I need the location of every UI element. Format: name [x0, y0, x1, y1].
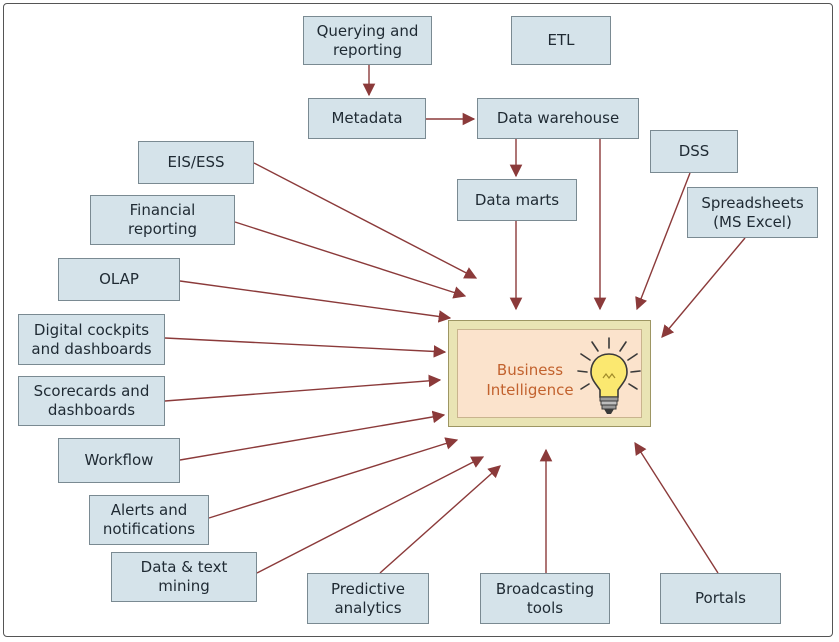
arrow-alerts-to-bi — [208, 437, 459, 519]
node-workflow: Workflow — [58, 438, 180, 483]
business-intelligence-panel: Business Intelligence — [457, 329, 642, 418]
business-intelligence-label: Business Intelligence — [486, 361, 574, 399]
arrow-scorecards-to-bi — [164, 374, 442, 402]
lightbulb-icon — [577, 337, 641, 414]
node-data-warehouse: Data warehouse — [477, 98, 639, 139]
node-spreadsheets: Spreadsheets (MS Excel) — [687, 187, 818, 238]
node-dss: DSS — [650, 130, 738, 173]
arrow-dss-to-bi — [635, 172, 691, 311]
arrow-olap-to-bi — [179, 280, 452, 323]
arrow-financial-to-bi — [234, 221, 467, 299]
node-querying-reporting: Querying and reporting — [303, 16, 432, 65]
arrow-mining-to-bi — [256, 456, 485, 574]
arrow-eis-to-bi — [253, 162, 478, 279]
node-digital-cockpits: Digital cockpits and dashboards — [18, 314, 165, 365]
node-eis-ess: EIS/ESS — [138, 141, 254, 184]
node-alerts: Alerts and notifications — [89, 495, 209, 545]
arrow-spreadsheets-to-bi — [661, 237, 746, 338]
arrow-portals-to-bi — [634, 441, 719, 574]
node-etl: ETL — [511, 16, 611, 65]
node-predictive-analytics: Predictive analytics — [307, 573, 429, 624]
node-financial-reporting: Financial reporting — [90, 195, 235, 245]
node-metadata: Metadata — [308, 98, 426, 139]
node-broadcasting-tools: Broadcasting tools — [480, 573, 610, 624]
node-olap: OLAP — [58, 258, 180, 301]
node-data-text-mining: Data & text mining — [111, 552, 257, 602]
arrow-workflow-to-bi — [179, 410, 446, 461]
arrow-predictive-to-bi — [379, 465, 501, 574]
business-intelligence-box: Business Intelligence — [448, 320, 651, 427]
node-portals: Portals — [660, 573, 781, 624]
node-scorecards: Scorecards and dashboards — [18, 376, 165, 426]
arrow-cockpits-to-bi — [164, 337, 447, 358]
node-data-marts: Data marts — [457, 179, 577, 221]
